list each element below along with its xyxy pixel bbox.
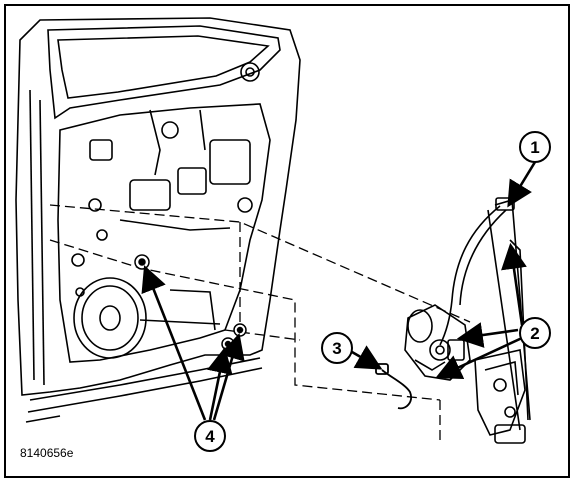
callout-4: 4 (194, 420, 226, 452)
arrow-2b (456, 322, 519, 348)
arrow-3 (351, 345, 383, 370)
arrow-4b (207, 346, 233, 421)
callout-3-label: 3 (332, 339, 341, 358)
callout-4-label: 4 (205, 427, 215, 446)
callout-2: 2 (519, 317, 551, 349)
leader-arrows (141, 161, 537, 421)
regulator-motor (404, 304, 471, 381)
window-regulator (439, 197, 531, 444)
arrow-4c (212, 333, 245, 421)
door-inner-panel (15, 17, 301, 423)
arrow-2c (435, 336, 523, 380)
wire-connector (375, 363, 412, 410)
arrow-4a (141, 265, 207, 421)
figure-id: 8140656e (20, 446, 74, 460)
callout-3: 3 (321, 332, 353, 364)
arrow-1 (507, 161, 537, 208)
arrow-2a (501, 242, 527, 326)
callout-1: 1 (519, 131, 551, 163)
fasteners (134, 254, 247, 351)
callout-1-label: 1 (530, 138, 539, 157)
callout-2-label: 2 (530, 324, 539, 343)
module-plate-outline (49, 204, 471, 440)
